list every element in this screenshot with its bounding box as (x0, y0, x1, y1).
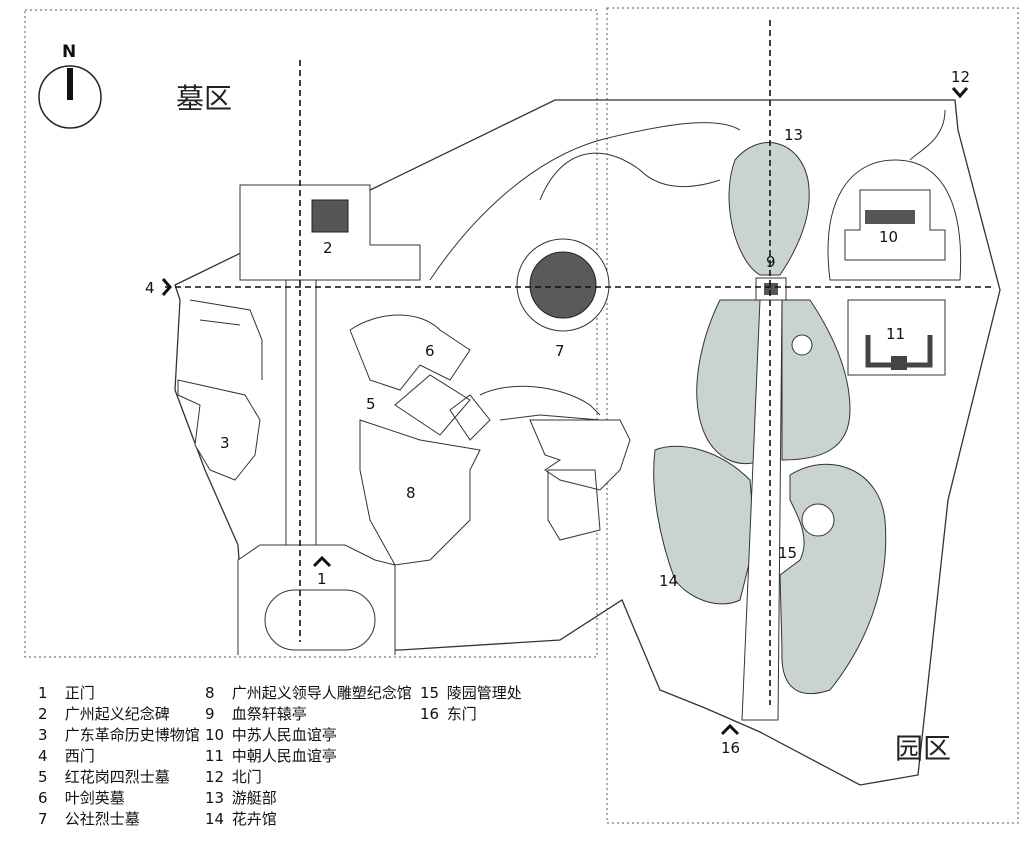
gate-16-chevron-icon (720, 723, 740, 736)
legend-item: 15 陵园管理处 (420, 683, 522, 704)
marker-11: 11 (886, 325, 905, 343)
legend-item: 2 广州起义纪念碑 (38, 704, 200, 725)
compass-needle (67, 68, 73, 100)
marker-10: 10 (879, 228, 898, 246)
marker-6: 6 (425, 342, 435, 360)
park-outline (174, 99, 1001, 786)
marker-8: 8 (406, 484, 416, 502)
legend-item: 7 公社烈士墓 (38, 809, 200, 830)
marker-15: 15 (778, 544, 797, 562)
marker-12: 12 (951, 68, 970, 86)
marker-14: 14 (659, 572, 678, 590)
lake-southeast (779, 463, 887, 695)
legend-num: 16 (420, 705, 440, 723)
legend-item: 8 广州起义领导人雕塑纪念馆 (205, 683, 412, 704)
legend-item: 4 西门 (38, 746, 200, 767)
legend-num: 13 (205, 789, 225, 807)
lake-southwest (653, 445, 756, 605)
garden-zone-label: 园区 (895, 732, 951, 765)
monument-2 (311, 199, 349, 233)
legend-item: 11 中朝人民血谊亭 (205, 746, 412, 767)
marker-13: 13 (784, 126, 803, 144)
legend-col-1: 1 正门 2 广州起义纪念碑 3 广东革命历史博物馆 4 西门 5 红花岗四烈士… (38, 683, 200, 830)
marker-5: 5 (366, 395, 376, 413)
marker-2: 2 (323, 239, 333, 257)
garden-zone-boundary (606, 7, 1019, 824)
legend-item: 1 正门 (38, 683, 200, 704)
marker-7: 7 (555, 342, 565, 360)
legend-item: 14 花卉馆 (205, 809, 412, 830)
legend-name: 广东革命历史博物馆 (64, 726, 200, 744)
legend-name: 血祭轩辕亭 (231, 705, 307, 723)
museum-wing (189, 299, 263, 380)
legend-name: 西门 (64, 747, 95, 765)
legend-item: 12 北门 (205, 767, 412, 788)
legend-num: 2 (38, 705, 48, 723)
tomb-zone-boundary (24, 9, 598, 658)
legend-name: 中苏人民血谊亭 (231, 726, 337, 744)
marker-4: 4 (145, 279, 155, 297)
lake-island-small (791, 334, 813, 356)
legend-item: 10 中苏人民血谊亭 (205, 725, 412, 746)
legend-name: 广州起义纪念碑 (64, 705, 170, 723)
compass-north-label: N (62, 42, 76, 62)
legend-item: 3 广东革命历史博物馆 (38, 725, 200, 746)
marker-1: 1 (317, 570, 327, 588)
legend-num: 3 (38, 726, 48, 744)
legend-num: 12 (205, 768, 225, 786)
pavilion-9 (764, 283, 778, 295)
pavilion-11-core (891, 356, 907, 370)
commune-tomb (529, 251, 597, 319)
lake-west (696, 299, 763, 465)
legend-num: 15 (420, 684, 440, 702)
legend-name: 陵园管理处 (446, 684, 522, 702)
pavilion-10-base (844, 189, 946, 261)
legend-item: 16 东门 (420, 704, 522, 725)
lake-east (781, 299, 851, 461)
legend-num: 10 (205, 726, 225, 744)
gate-4-chevron-icon (161, 278, 172, 296)
legend-item: 6 叶剑英墓 (38, 788, 200, 809)
lake-north (728, 142, 810, 276)
legend-num: 11 (205, 747, 225, 765)
legend-item: 5 红花岗四烈士墓 (38, 767, 200, 788)
legend-item: 13 游艇部 (205, 788, 412, 809)
legend-item: 9 血祭轩辕亭 (205, 704, 412, 725)
legend-col-2: 8 广州起义领导人雕塑纪念馆 9 血祭轩辕亭 10 中苏人民血谊亭 11 中朝人… (205, 683, 412, 830)
legend-name: 广州起义领导人雕塑纪念馆 (231, 684, 412, 702)
legend-name: 正门 (64, 684, 95, 702)
pavilion-10 (865, 210, 915, 224)
legend-name: 红花岗四烈士墓 (64, 768, 170, 786)
gate-1-chevron-icon (312, 555, 332, 568)
legend-num: 6 (38, 789, 48, 807)
legend-name: 中朝人民血谊亭 (231, 747, 337, 765)
legend-num: 14 (205, 810, 225, 828)
museum-building (177, 379, 261, 481)
legend-name: 叶剑英墓 (64, 789, 125, 807)
legend-num: 1 (38, 684, 48, 702)
marker-9: 9 (766, 253, 776, 271)
legend-num: 7 (38, 810, 48, 828)
legend-name: 东门 (446, 705, 477, 723)
gate-oval (264, 589, 376, 651)
legend-name: 游艇部 (231, 789, 277, 807)
legend-name: 公社烈士墓 (64, 810, 140, 828)
legend-name: 北门 (231, 768, 262, 786)
lake-island (801, 503, 835, 537)
area-6 (349, 314, 491, 441)
tomb-zone-label: 墓区 (176, 82, 232, 115)
legend-num: 9 (205, 705, 215, 723)
legend-name: 花卉馆 (231, 810, 277, 828)
legend-col-3: 15 陵园管理处 16 东门 (420, 683, 522, 725)
legend-num: 5 (38, 768, 48, 786)
road (429, 109, 946, 281)
east-building-block (529, 419, 631, 541)
marker-3: 3 (220, 434, 230, 452)
legend-num: 4 (38, 747, 48, 765)
pavilion-11-area (847, 299, 946, 376)
axis-walk (285, 279, 317, 561)
gate-12-chevron-icon (951, 87, 969, 99)
marker-16: 16 (721, 739, 740, 757)
legend-num: 8 (205, 684, 215, 702)
